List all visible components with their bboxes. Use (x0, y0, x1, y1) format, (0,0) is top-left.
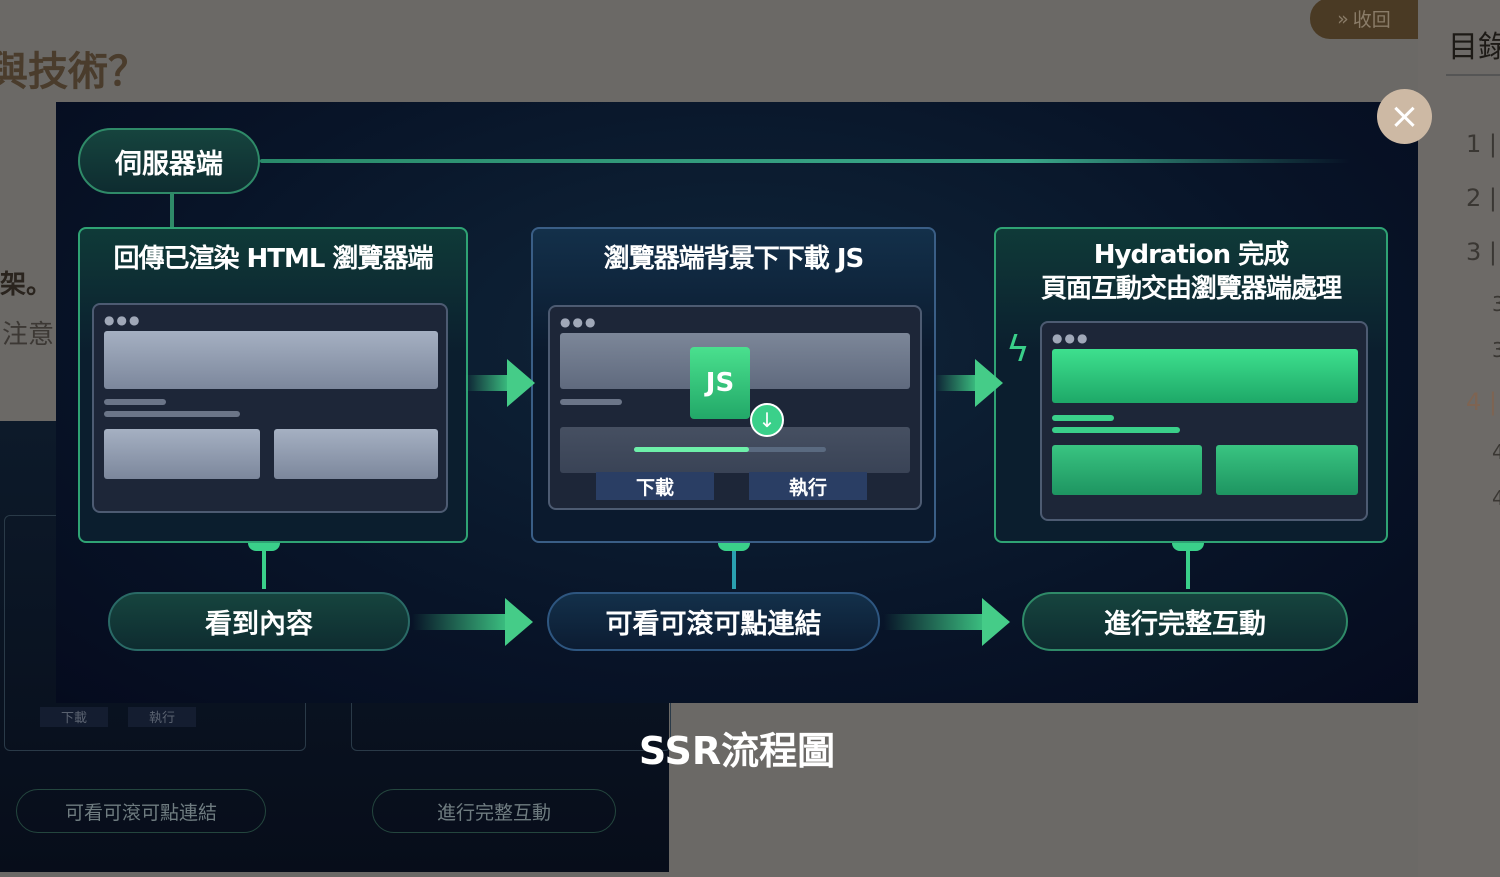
browser-mockup: ●●● (92, 303, 448, 513)
toc-divider (1446, 74, 1500, 76)
mock-line (104, 411, 240, 417)
toc-item[interactable]: 3 (1466, 238, 1497, 266)
card-hydration: Hydration 完成 頁面互動交由瀏覽器端處理 ϟ ●●● (994, 227, 1388, 543)
lightbox-image: 伺服器端 回傳已渲染 HTML 瀏覽器端 ●●● 瀏覽器端背景下下載 JS ●●… (56, 102, 1418, 703)
connector (248, 543, 280, 589)
window-dots-icon: ●●● (1052, 331, 1090, 345)
progress-fill (634, 447, 750, 452)
result-scroll-click: 可看可滾可點連結 (547, 592, 880, 651)
double-chevron-right-icon: » (1337, 7, 1349, 30)
window-dots-icon: ●●● (560, 315, 598, 329)
toc-item[interactable]: 3 (1492, 292, 1500, 316)
collapse-button[interactable]: » 收回 (1310, 0, 1418, 39)
toc-item[interactable]: 3 (1492, 338, 1500, 362)
card-title-line: Hydration 完成 (1093, 240, 1289, 270)
toc-item[interactable]: 4 (1492, 440, 1500, 464)
card-download-js: 瀏覽器端背景下下載 JS ●●● JS ↓ 下載 執行 (531, 227, 936, 543)
mock-block (1052, 349, 1358, 403)
arrow-right-icon (884, 598, 1010, 646)
mock-block (104, 331, 438, 389)
mock-block (1216, 445, 1358, 495)
toc-item[interactable]: 1 (1466, 130, 1497, 158)
mock-block (104, 429, 260, 479)
mock-line (560, 399, 622, 405)
server-label: 伺服器端 (78, 128, 260, 194)
card-title: 回傳已渲染 HTML 瀏覽器端 (113, 244, 433, 274)
bg-execute-button: 執行 (128, 707, 196, 727)
execute-step: 執行 (749, 472, 867, 500)
card-server-render: 回傳已渲染 HTML 瀏覽器端 ●●● (78, 227, 468, 543)
download-step: 下載 (596, 472, 714, 500)
close-button[interactable]: × (1377, 89, 1432, 144)
bg-pill-interact: 進行完整互動 (372, 789, 616, 833)
connector (718, 543, 750, 589)
server-line (260, 159, 1350, 163)
lightning-icon: ϟ (1006, 329, 1030, 370)
toc-item[interactable]: 4 (1492, 486, 1500, 510)
card-title-line: 頁面互動交由瀏覽器端處理 (1040, 274, 1342, 304)
server-connector (170, 194, 174, 228)
close-icon: × (1389, 95, 1420, 137)
bg-pill-scroll: 可看可滾可點連結 (16, 789, 266, 833)
toc-title: 目錄 (1448, 30, 1500, 65)
image-caption: SSR流程圖 (638, 729, 836, 773)
progress-bar (634, 447, 826, 452)
arrow-right-icon (465, 359, 535, 407)
connector (1172, 543, 1204, 589)
browser-mockup: ●●● (1040, 321, 1368, 521)
article-text-fragment: 注意 (2, 320, 55, 350)
window-dots-icon: ●●● (104, 313, 142, 327)
arrow-right-icon (412, 598, 533, 646)
collapse-label: 收回 (1352, 9, 1391, 31)
article-heading-fragment: 與技術？ (0, 49, 148, 95)
card-title: 瀏覽器端背景下下載 JS (603, 244, 864, 274)
article-text-fragment: 架。 (0, 270, 53, 300)
download-arrow-icon: ↓ (750, 403, 784, 437)
toc-item-active[interactable]: 4 (1466, 388, 1497, 416)
mock-line (1052, 415, 1114, 421)
toc-item[interactable]: 2 (1466, 184, 1497, 212)
mock-block (1052, 445, 1202, 495)
js-file-icon: JS (690, 347, 750, 419)
result-full-interaction: 進行完整互動 (1022, 592, 1348, 651)
bg-download-button: 下載 (40, 707, 108, 727)
arrow-right-icon (935, 359, 1003, 407)
result-see-content: 看到內容 (108, 592, 410, 651)
mock-line (1052, 427, 1180, 433)
mock-line (104, 399, 166, 405)
mock-block (274, 429, 438, 479)
toc-sidebar: 目錄 1 2 3 3 3 4 4 4 (1418, 0, 1500, 877)
